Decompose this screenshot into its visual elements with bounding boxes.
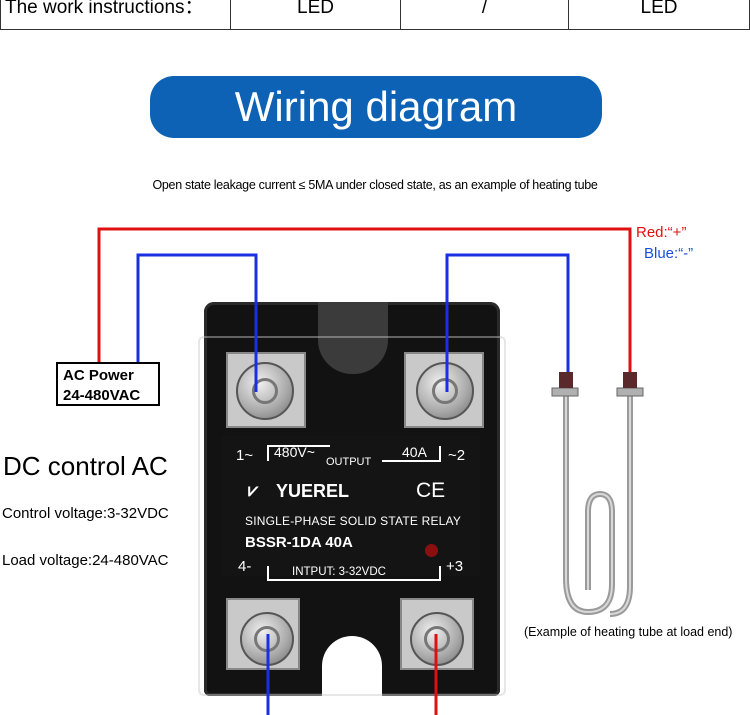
terminal-2-label: ~2 — [448, 447, 466, 464]
brand-logo-icon: ⩗ — [248, 480, 259, 500]
instructions-label: The work instructions： — [1, 0, 231, 29]
instructions-cell-2: LED — [231, 0, 401, 29]
terminal-1-label: 1~ — [236, 447, 254, 464]
legend-red: Red:“+” — [636, 224, 687, 241]
output-label: OUTPUT — [326, 456, 372, 468]
led-indicator-icon — [425, 544, 438, 557]
leakage-note: Open state leakage current ≤ 5MA under c… — [152, 178, 598, 192]
instructions-cell-3: / — [401, 0, 569, 29]
relay-model: BSSR-1DA 40A — [245, 534, 353, 551]
ac-power-line2: 24-480VAC — [63, 387, 141, 404]
instructions-cell-4: LED — [640, 0, 678, 18]
screw-icon — [236, 362, 294, 420]
relay-bottom-slot — [322, 636, 382, 696]
terminal-4-label: 4- — [238, 558, 252, 575]
output-voltage: 480V~ — [274, 444, 315, 460]
ac-power-line1: AC Power — [63, 367, 134, 384]
input-label: INTPUT: 3-32VDC — [292, 566, 386, 578]
heating-tube-icon — [551, 372, 644, 617]
ac-power-box: AC Power 24-480VAC — [56, 362, 160, 406]
terminal-3-label: +3 — [446, 558, 464, 575]
relay-transparent-cover — [198, 336, 506, 696]
output-current: 40A — [402, 444, 427, 460]
relay-description: SINGLE-PHASE SOLID STATE RELAY — [245, 514, 462, 528]
relay-top-slot — [318, 302, 388, 374]
control-type-heading: DC control AC — [3, 451, 168, 481]
brand-name: YUEREL — [276, 481, 350, 501]
instructions-table-row: The work instructions： LED / LED — [0, 0, 750, 30]
page-title: Wiring diagram — [150, 76, 602, 138]
load-voltage: Load voltage:24-480VAC — [2, 552, 169, 569]
control-voltage: Control voltage:3-32VDC — [2, 505, 169, 522]
legend-blue: Blue:“-” — [644, 245, 694, 262]
heating-tube-caption: (Example of heating tube at load end) — [524, 625, 733, 639]
screw-icon — [416, 362, 474, 420]
ce-mark: CE — [416, 479, 446, 502]
